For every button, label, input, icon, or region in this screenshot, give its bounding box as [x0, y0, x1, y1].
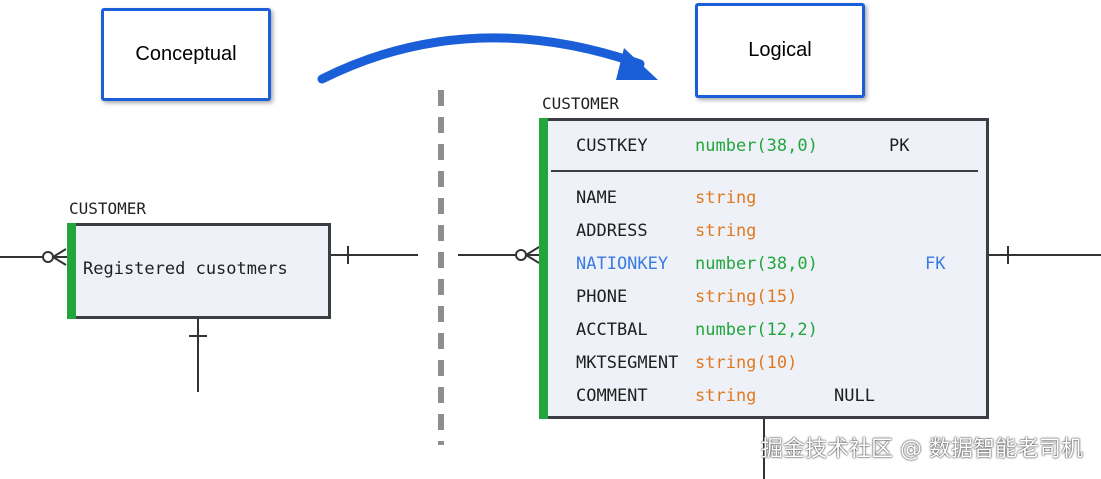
conceptual-left-connector: [0, 248, 67, 266]
logical-label-text: Logical: [748, 39, 812, 61]
entity-accent-bar: [539, 118, 548, 419]
entity-accent-bar: [67, 223, 76, 319]
attr-type: number(38,0): [695, 254, 818, 274]
attr-type: number(38,0): [695, 136, 818, 156]
conceptual-right-connector: [330, 246, 418, 264]
attr-name: MKTSEGMENT: [576, 353, 679, 373]
attr-name: NATIONKEY: [576, 254, 669, 274]
attr-name: PHONE: [576, 287, 628, 307]
conceptual-label: Conceptual: [101, 8, 271, 101]
logical-label: Logical: [695, 3, 865, 98]
attr-name: CUSTKEY: [576, 136, 648, 156]
entity-description: Registered cusotmers: [83, 259, 288, 279]
conceptual-entity: Registered cusotmers: [67, 223, 331, 319]
conceptual-bottom-connector: [189, 319, 207, 392]
attr-type: string: [695, 386, 757, 406]
logical-entity-title: CUSTOMER: [542, 94, 620, 113]
attr-type: string(10): [695, 353, 798, 373]
attr-type: string(15): [695, 287, 798, 307]
pk-divider: [551, 170, 978, 172]
attr-type: string: [695, 221, 757, 241]
attr-type: number(12,2): [695, 320, 818, 340]
arrowhead-icon: [616, 48, 658, 80]
conceptual-entity-title: CUSTOMER: [69, 199, 147, 218]
attr-key: FK: [925, 254, 946, 274]
transition-arrow: [317, 33, 645, 84]
logical-left-connector: [458, 246, 540, 264]
attr-key: PK: [889, 136, 910, 156]
attr-type: string: [695, 188, 757, 208]
logical-entity: CUSTKEY number(38,0) PK NAME string ADDR…: [539, 118, 989, 419]
attr-name: ACCTBAL: [576, 320, 648, 340]
conceptual-label-text: Conceptual: [135, 43, 237, 65]
attr-key: NULL: [834, 386, 875, 406]
attr-name: NAME: [576, 188, 617, 208]
logical-right-connector: [989, 246, 1101, 264]
attr-name: COMMENT: [576, 386, 648, 406]
attr-name: ADDRESS: [576, 221, 648, 241]
watermark: 掘金技术社区 @ 数据智能老司机: [761, 437, 1083, 462]
